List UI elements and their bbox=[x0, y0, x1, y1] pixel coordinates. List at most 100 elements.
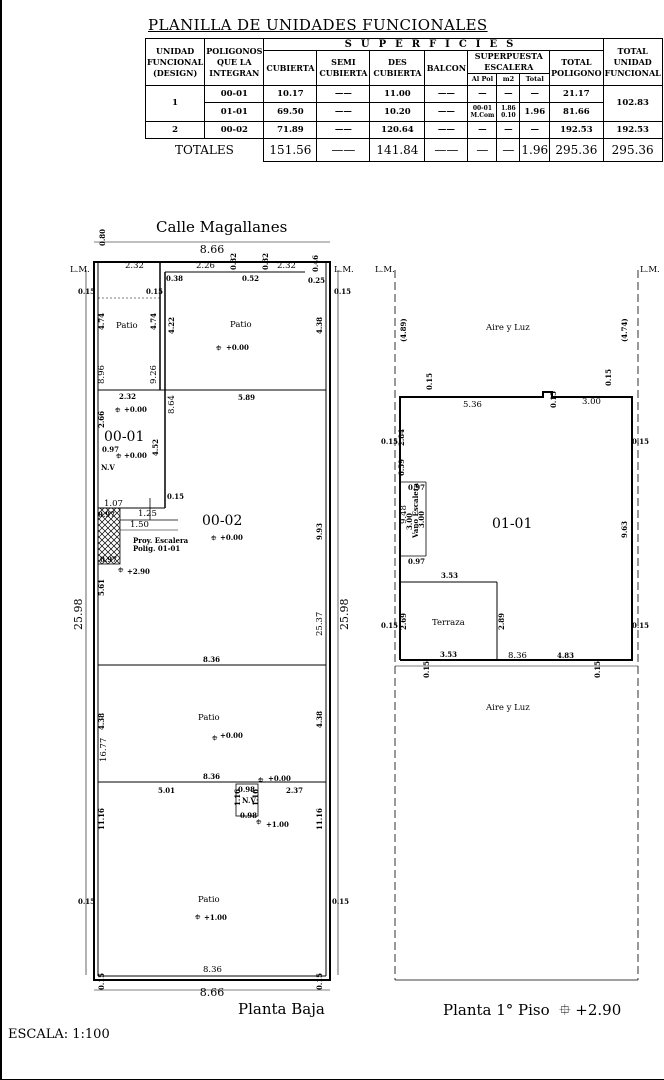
lm-left: L.M. bbox=[70, 265, 90, 275]
dim-lower-1: 0.98 bbox=[238, 785, 255, 794]
top-small-3: 0.15 bbox=[78, 287, 95, 296]
patio-left: Patio bbox=[116, 321, 138, 331]
first-dim-top-0: 5.36 bbox=[463, 400, 482, 410]
height-total-right: 25.98 bbox=[338, 599, 351, 631]
first-dim-left-3: 0.97 bbox=[408, 483, 425, 492]
terraza-dim-1: 2.89 bbox=[497, 613, 506, 630]
dim-0001-5: 1.25 bbox=[138, 509, 157, 519]
terraza-dim-6: 0.15 bbox=[593, 661, 602, 678]
first-dim-left-1: 0.15 bbox=[381, 437, 398, 446]
table-title: PLANILLA DE UNIDADES FUNCIONALES bbox=[148, 16, 488, 34]
dim-left-0: 4.74 bbox=[97, 313, 106, 330]
top-width: 8.66 bbox=[200, 243, 225, 256]
nv-box bbox=[235, 783, 259, 817]
level-marker-icon: ⯐ bbox=[211, 733, 218, 742]
lower-level-1: +1.00 bbox=[266, 820, 289, 829]
first-floor-level: +2.90 bbox=[575, 1001, 622, 1019]
dim-561: 5.61 bbox=[97, 579, 106, 596]
dim-2537: 25.37 bbox=[315, 612, 325, 636]
header-cubierta: CUBIERTA bbox=[263, 50, 318, 86]
level-marker-icon: ⯐ bbox=[115, 451, 122, 460]
dim-993: 9.93 bbox=[315, 523, 324, 540]
nv-level: +0.00 bbox=[124, 451, 147, 460]
top-small-5: 0.15 bbox=[334, 287, 351, 296]
top-seg-3: 0.32 bbox=[261, 253, 270, 270]
patio-mid-level: +0.00 bbox=[220, 731, 243, 740]
dim-lower-4: 1.16 bbox=[233, 789, 242, 806]
mid-width: 8.36 bbox=[203, 655, 220, 664]
first-lm-left-label: L.M. bbox=[375, 265, 395, 275]
patio-top: Patio bbox=[230, 320, 252, 330]
dim-1677: 16.77 bbox=[99, 738, 109, 762]
top-small-1: 0.52 bbox=[242, 274, 259, 283]
terraza-dim-3: 8.36 bbox=[508, 651, 527, 661]
dim-lower-0: 5.01 bbox=[158, 786, 175, 795]
dim-0001-1: 4.52 bbox=[151, 439, 160, 456]
level-marker-icon: ⯐ bbox=[554, 1001, 571, 1019]
first-dim-top-3: 0.15 bbox=[425, 373, 434, 390]
nv-label: N.V bbox=[101, 463, 115, 472]
nv-lower: N.V bbox=[242, 796, 256, 805]
top-small-0: 0.38 bbox=[166, 274, 183, 283]
lm-right: L.M. bbox=[334, 265, 354, 275]
top-seg-4: 2.32 bbox=[277, 261, 296, 271]
level-marker-icon: ⯐ bbox=[215, 343, 222, 352]
dim-1116-right: 11.16 bbox=[315, 808, 324, 830]
first-dim-left-6: 0.97 bbox=[408, 557, 425, 566]
unit-0001-label: 00-01 bbox=[104, 429, 144, 445]
dim-353a: 3.53 bbox=[441, 571, 458, 580]
first-dim-left-5: 3.00 bbox=[405, 513, 414, 530]
dim-0001-0: 2.66 bbox=[97, 411, 106, 428]
terraza-label: Terraza bbox=[432, 618, 465, 628]
lower-level-0: +0.00 bbox=[268, 774, 291, 783]
unit-0002-label: 00-02 bbox=[202, 513, 242, 529]
terraza-dim-0: 2.69 bbox=[399, 613, 408, 630]
dim-438: 4.38 bbox=[97, 713, 106, 730]
dim-lower-5: 1.16 bbox=[251, 789, 260, 806]
patio-top-level: +0.00 bbox=[226, 343, 249, 352]
first-right-small-2: 0.15 bbox=[632, 621, 649, 630]
dim-left-6: 4.38 bbox=[315, 317, 324, 334]
first-lm-right-label: L.M. bbox=[640, 265, 660, 275]
escalera-label-0: Proy. Escalera bbox=[133, 536, 189, 545]
unit-0001-width: 2.32 bbox=[119, 392, 136, 401]
patio-bottom-level: +1.00 bbox=[204, 913, 227, 922]
terraza-dim-5: 0.15 bbox=[422, 661, 431, 678]
ground-floor-label: Planta Baja bbox=[238, 1000, 325, 1018]
bottom-small-1: 0.15 bbox=[315, 973, 324, 990]
unit-0001-level: +0.00 bbox=[124, 405, 147, 414]
table-row: 01-01 69.50 —— 10.20 —— 00-01 M.Com 1.86… bbox=[146, 102, 663, 122]
first-right-small: 0.15 bbox=[632, 437, 649, 446]
dim-0001-7: 0.15 bbox=[167, 492, 184, 501]
terraza-dim-2: 3.53 bbox=[440, 650, 457, 659]
bottom-width-inner: 8.36 bbox=[203, 965, 222, 975]
first-unit-wall bbox=[399, 391, 633, 661]
dim-left-5: 8.64 bbox=[167, 395, 177, 414]
dim-438-right: 4.38 bbox=[315, 711, 324, 728]
dim-left-3: 9.26 bbox=[149, 365, 159, 384]
dim-1116: 11.16 bbox=[97, 808, 106, 830]
unit-0101-label: 01-01 bbox=[492, 516, 532, 532]
first-floor-label-text: Planta 1° Piso bbox=[443, 1001, 550, 1019]
first-dim-top-2: 3.00 bbox=[582, 397, 601, 407]
dim-474: (4.74) bbox=[620, 318, 629, 342]
dim-lower-3: 2.37 bbox=[286, 786, 303, 795]
dim-left-4: 4.22 bbox=[167, 317, 176, 334]
aire-top: Aire y Luz bbox=[485, 323, 530, 333]
level-marker-icon: ⯐ bbox=[255, 817, 262, 826]
table-row: 1 00-01 10.17 —— 11.00 —— — — — 21.17 10… bbox=[144, 85, 663, 122]
scale-label: ESCALA: 1:100 bbox=[8, 1027, 110, 1042]
top-seg-2: 0.32 bbox=[229, 253, 238, 270]
first-dim-top-1: 0.15 bbox=[549, 391, 558, 408]
first-floor-label: Planta 1° Piso ⯐ +2.90 bbox=[443, 1000, 621, 1025]
top-seg-5: 0.46 bbox=[311, 255, 320, 272]
totals-row: TOTALES 151.56 —— 141.84 —— — — 1.96 295… bbox=[146, 138, 663, 162]
top-seg-0: 2.32 bbox=[125, 261, 144, 271]
dim-lower-2: 0.98 bbox=[240, 811, 257, 820]
bottom-small-0: 0.15 bbox=[97, 973, 106, 990]
dim-963: 9.63 bbox=[620, 521, 629, 538]
